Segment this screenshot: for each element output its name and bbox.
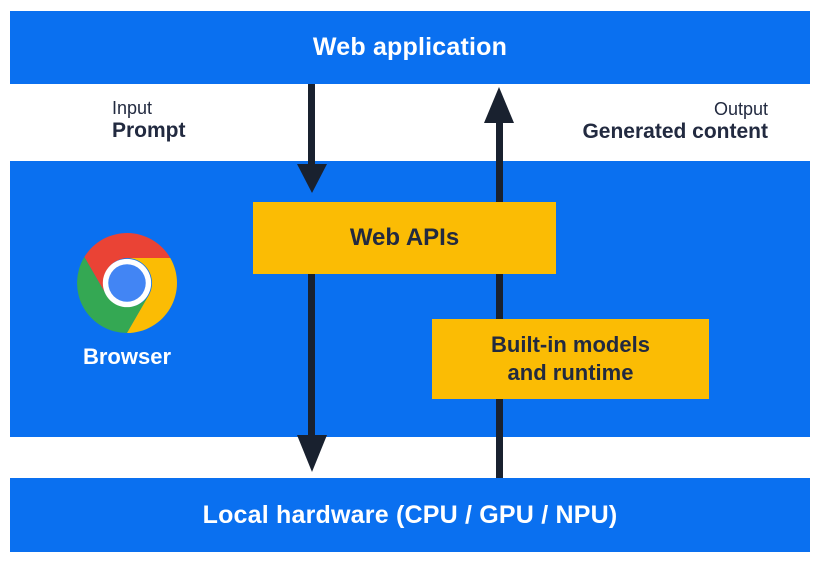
input-title-label: Input bbox=[112, 98, 153, 118]
down-arrow-bottom-head-icon bbox=[297, 435, 327, 472]
down-arrow-top-shaft bbox=[308, 84, 315, 165]
chrome-browser-icon bbox=[77, 233, 177, 333]
output-generated-content-label: Generated content bbox=[582, 120, 768, 143]
built-in-models-line2: and runtime bbox=[507, 360, 634, 385]
built-in-models-line1: Built-in models bbox=[491, 332, 650, 357]
built-in-models-label: Built-in models and runtime bbox=[491, 331, 650, 387]
web-application-layer: Web application bbox=[10, 11, 810, 84]
up-arrow-shaft bbox=[496, 122, 503, 478]
input-prompt-label: Prompt bbox=[112, 119, 186, 142]
up-arrow-head-icon bbox=[484, 87, 514, 123]
down-arrow-top-head-icon bbox=[297, 164, 327, 193]
built-in-models-box: Built-in models and runtime bbox=[432, 319, 709, 399]
browser-label: Browser bbox=[82, 344, 172, 369]
down-arrow-bottom-shaft bbox=[308, 274, 315, 436]
web-application-label: Web application bbox=[312, 33, 508, 61]
web-apis-box: Web APIs bbox=[253, 202, 556, 274]
web-apis-label: Web APIs bbox=[349, 224, 460, 251]
output-title-label: Output bbox=[713, 99, 768, 119]
local-hardware-label: Local hardware (CPU / GPU / NPU) bbox=[202, 500, 618, 529]
local-hardware-layer: Local hardware (CPU / GPU / NPU) bbox=[10, 478, 810, 552]
